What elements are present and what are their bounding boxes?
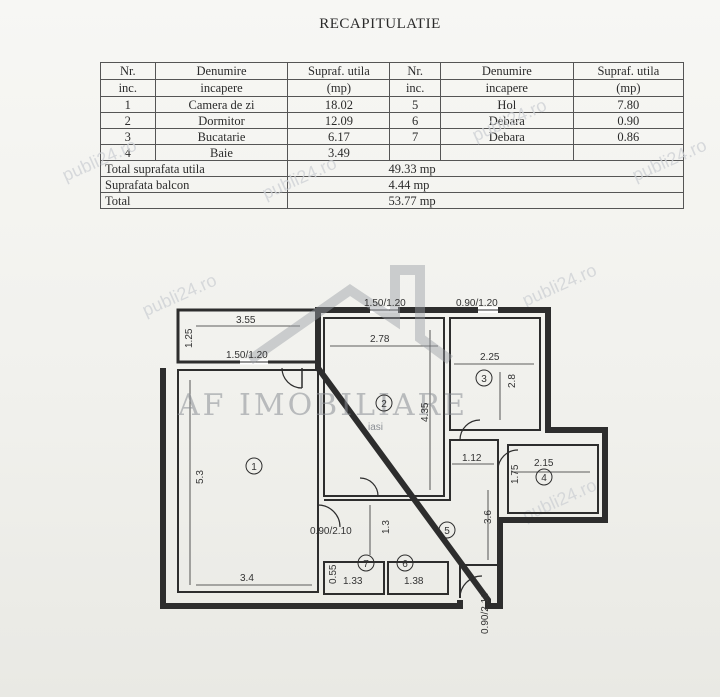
outer-wall	[160, 307, 608, 609]
table-row: 3 Bucatarie 6.17 7 Debara 0.86	[100, 128, 685, 145]
total-row: Suprafata balcon 4.44 mp	[99, 176, 684, 193]
dim-bedroom-width: 2.78	[370, 334, 390, 345]
dim-door-entry: 0.90/2.10	[480, 592, 491, 634]
dim-window-bedroom: 1.50/1.20	[364, 298, 406, 309]
room-1-label: 1	[251, 462, 257, 473]
logo-house-icon	[247, 265, 453, 365]
dim-window-kitchen: 0.90/1.20	[456, 298, 498, 309]
dim-closet-small: 0.55	[328, 564, 339, 584]
table-cell: Debara	[439, 112, 574, 129]
dim-balcony-width: 3.55	[236, 315, 256, 326]
total-label: Total	[99, 192, 289, 209]
bedroom-outline	[323, 317, 445, 497]
dim-bedroom-depth: 4.35	[420, 402, 431, 422]
room-7-label: 7	[363, 559, 369, 570]
kitchen-outline	[449, 317, 541, 431]
table-header-row: Nr. Denumire Supraf. utila Nr. Denumire …	[100, 62, 685, 80]
header-cell: Supraf. utila	[572, 62, 685, 80]
header-cell: Denumire	[154, 62, 289, 80]
bathroom-outline	[507, 444, 599, 514]
hall-outline	[324, 439, 499, 598]
dim-hall-side: 3.6	[483, 510, 494, 524]
total-label: Total suprafata utila	[99, 160, 289, 177]
living-room-outline	[177, 369, 319, 593]
table-cell: Debara	[439, 128, 574, 145]
dim-kitchen-depth: 2.8	[507, 374, 518, 388]
total-row: Total 53.77 mp	[99, 192, 684, 209]
closet-6-outline	[387, 561, 449, 595]
dim-bath-width: 2.15	[534, 458, 554, 469]
dim-hall-depth: 1.3	[381, 520, 392, 534]
table-header-row: inc. incapere (mp) inc. incapere (mp)	[100, 79, 685, 97]
room-4-label: 4	[541, 473, 547, 484]
page-title: RECAPITULATIE	[319, 16, 441, 32]
room-3-label: 3	[481, 374, 487, 385]
room-2-label: 2	[381, 399, 387, 410]
closet-7-outline	[323, 561, 385, 595]
brand-sub: iasi	[368, 422, 383, 433]
dim-hall-top: 1.12	[462, 453, 482, 464]
recap-table: Nr. Denumire Supraf. utila Nr. Denumire …	[99, 62, 685, 209]
dim-kitchen-width: 2.25	[480, 352, 500, 363]
table-cell: Dormitor	[154, 112, 289, 129]
dim-living-depth: 5.3	[195, 470, 206, 484]
room-5-label: 5	[444, 526, 450, 537]
header-cell: Supraf. utila	[287, 62, 391, 80]
dim-closet7-width: 1.33	[343, 576, 363, 587]
dim-bath-depth: 1.75	[510, 464, 521, 484]
dim-closet6-width: 1.38	[404, 576, 424, 587]
dim-living-width: 3.4	[240, 573, 254, 584]
dim-door-interior: 0.90/2.10	[310, 526, 352, 537]
room-6-label: 6	[402, 559, 408, 570]
dim-balcony-depth: 1.25	[184, 328, 195, 348]
total-value: 53.77 mp	[287, 192, 684, 209]
header-cell: incapere	[154, 79, 289, 97]
brand-watermark: AF IMOBILIARE	[177, 388, 468, 423]
dim-window-living: 1.50/1.20	[226, 350, 268, 361]
table-row: 2 Dormitor 12.09 6 Debara 0.90	[100, 112, 685, 129]
